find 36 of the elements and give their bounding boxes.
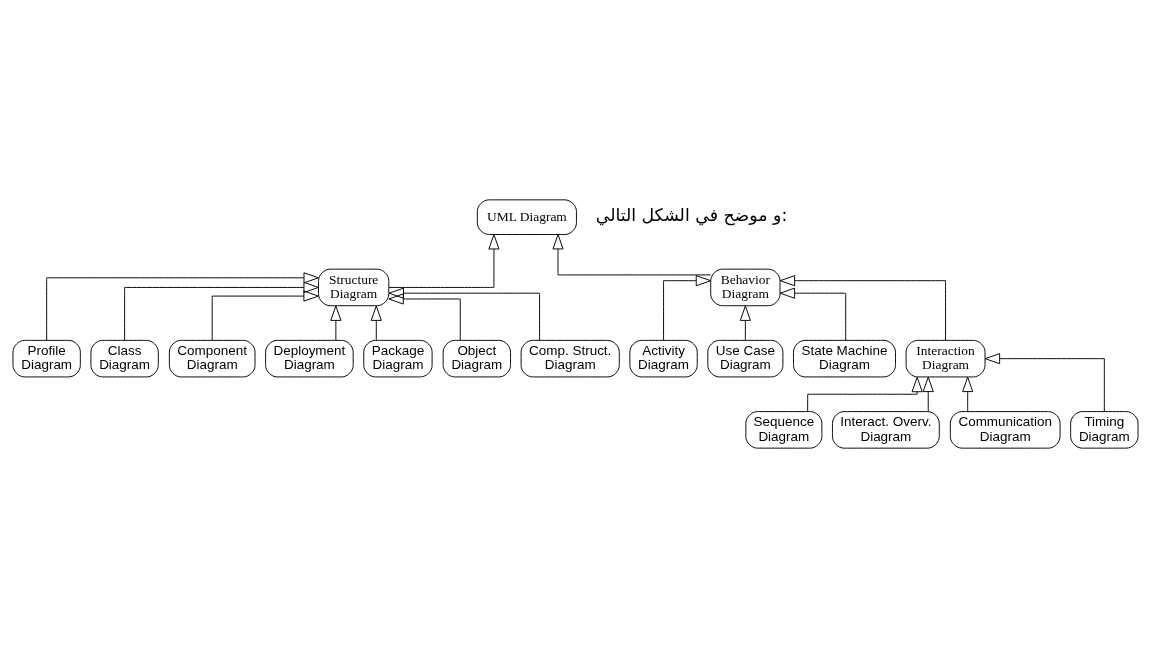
label: و موضح في الشكل التالي: [595,205,788,226]
arrow [779,287,847,341]
node-box: Structure Diagram [318,268,390,307]
arrow [962,376,974,412]
node-box: Activity Diagram [629,339,698,378]
node-box: State Machine Diagram [793,339,896,378]
node-box: Use Case Diagram [707,339,784,378]
node-box: Timing Diagram [1070,411,1139,449]
node-box: Package Diagram [363,339,433,378]
node-box: Sequence Diagram [745,411,823,449]
node-box: Comp. Struct. Diagram [520,339,620,378]
node-box: Object Diagram [442,339,512,378]
node-box: Interact. Overv. Diagram [832,411,940,449]
arrow [922,376,934,412]
arrow [779,275,947,341]
arrow [330,305,342,341]
node-box: Profile Diagram [12,339,81,378]
arrow [984,353,1105,412]
node-box: Communication Diagram [949,411,1061,449]
arrow [388,287,541,341]
arrow [663,275,712,341]
arrow [46,272,319,341]
node-box: Behavior Diagram [710,268,781,307]
node-box: Interaction Diagram [905,339,986,378]
arrow [124,281,319,341]
arrow [211,290,319,341]
node-box: Deployment Diagram [265,339,354,378]
arrow [552,234,712,276]
node-box: UML Diagram [476,199,577,235]
node-box: Component Diagram [168,339,256,378]
arrow [807,376,923,412]
node-box: Class Diagram [90,339,159,378]
arrow [739,305,751,341]
arrow [388,234,500,288]
arrow [370,305,382,341]
arrow [388,293,461,341]
